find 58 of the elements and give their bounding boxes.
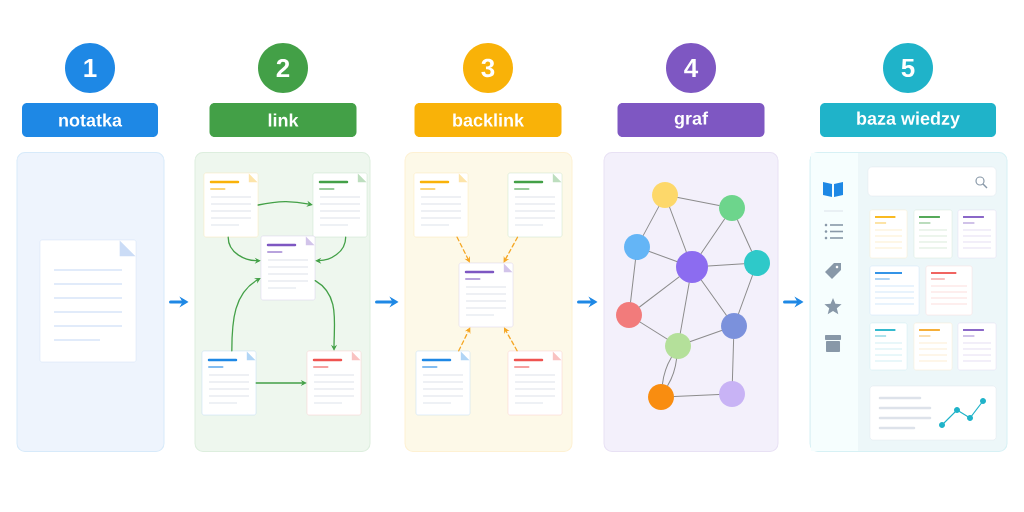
arrow <box>503 327 518 352</box>
document-icon <box>507 172 563 238</box>
connector-line <box>648 251 678 262</box>
document-icon <box>507 350 563 416</box>
number-badge: 3 <box>463 43 513 93</box>
graph-node <box>719 381 745 407</box>
graph-node <box>616 302 642 328</box>
step-label: graf <box>617 103 765 137</box>
number-badge: 4 <box>666 43 716 93</box>
connector-line <box>679 282 690 334</box>
document-icon <box>260 235 316 301</box>
connector-line <box>630 259 636 303</box>
arrow <box>315 236 347 264</box>
document-icon <box>458 262 514 328</box>
connector-line <box>700 218 726 255</box>
app-window-drawing <box>809 152 1008 452</box>
step-label: link <box>209 103 357 137</box>
graph-node <box>648 384 674 410</box>
connector-line <box>642 206 660 236</box>
document-icon <box>203 172 259 238</box>
graph-node <box>719 195 745 221</box>
connector-line <box>667 358 678 387</box>
document-icon <box>415 350 471 416</box>
number-badge: 1 <box>65 43 115 93</box>
graph-node <box>652 182 678 208</box>
arrow <box>257 200 313 207</box>
connector-line <box>662 356 672 385</box>
graph-node <box>665 333 691 359</box>
connector-line <box>707 263 745 267</box>
arrow <box>314 280 338 351</box>
arrow <box>231 277 261 352</box>
connector-line <box>639 276 680 308</box>
connector-line <box>736 219 753 252</box>
number-badge: 5 <box>883 43 933 93</box>
step-label: baza wiedzy <box>820 103 996 137</box>
connector-line <box>639 321 668 340</box>
arrow <box>458 327 471 352</box>
connector-line <box>677 197 720 206</box>
document-icon <box>413 172 469 238</box>
connector-line <box>738 274 753 315</box>
document-icon <box>312 172 368 238</box>
graph-node <box>624 234 650 260</box>
graph-node <box>744 250 770 276</box>
step-label: notatka <box>22 103 158 137</box>
number-badge: 2 <box>258 43 308 93</box>
connector-line <box>669 206 687 253</box>
connector-line <box>673 394 720 397</box>
connector-line <box>689 329 723 343</box>
step-label: backlink <box>414 103 562 137</box>
document-icon <box>39 239 137 363</box>
connector-line <box>731 338 735 382</box>
document-icon <box>201 350 257 416</box>
arrow <box>503 236 519 263</box>
connector-line <box>700 279 727 316</box>
document-icon <box>306 350 362 416</box>
graph-node <box>721 313 747 339</box>
graph-node <box>676 251 708 283</box>
arrow <box>456 236 470 263</box>
